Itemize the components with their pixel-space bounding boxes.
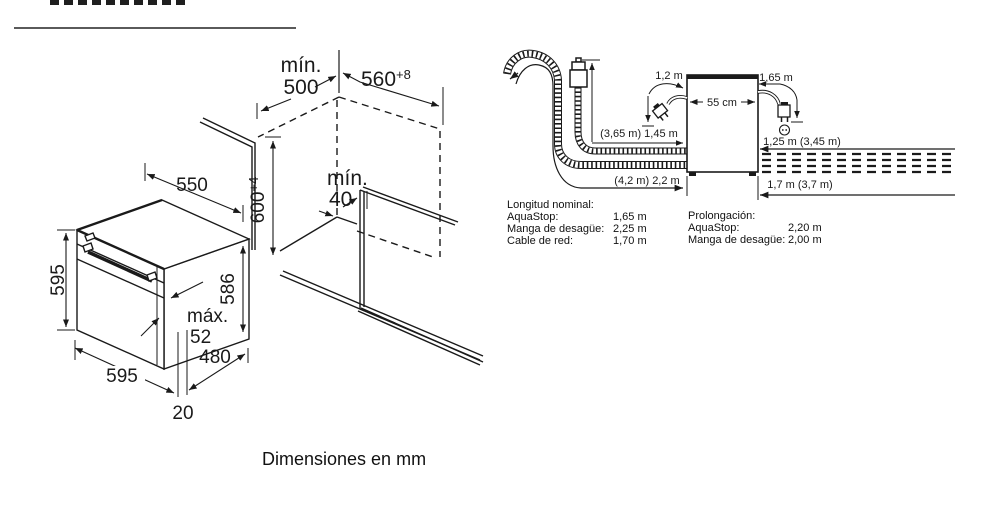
dim-label-560: 560 xyxy=(361,68,396,91)
note-value: 2,25 m xyxy=(613,223,647,236)
dim-niche-height: 600+4 xyxy=(246,136,281,255)
niche-floor-edge-right xyxy=(336,216,358,225)
right-plug-assembly: 1,65 m xyxy=(757,72,803,136)
dim-label-600: 600 xyxy=(248,192,269,224)
note-label: AquaStop: xyxy=(688,222,740,235)
svg-text:560+8: 560+8 xyxy=(361,67,411,91)
dishwasher-body xyxy=(686,74,759,200)
oven-handle-cap-right xyxy=(146,271,158,282)
note-label: Manga de desagüe: xyxy=(507,223,605,236)
dim-niche-width: 560+8 xyxy=(342,67,444,125)
dim-label-1-2m: 1,2 m xyxy=(655,70,683,82)
dim-label-595-left: 595 xyxy=(48,264,69,296)
note-value: 2,00 m xyxy=(788,234,822,247)
plug-right xyxy=(777,104,791,118)
dim-min-500: mín. 500 xyxy=(256,54,337,119)
dim-label-right-upper: 1,25 m (3,45 m) xyxy=(763,136,841,148)
note-value: 2,20 m xyxy=(788,222,822,235)
note-label: AquaStop: xyxy=(507,211,559,223)
dim-label-min: mín. xyxy=(281,54,322,77)
socket-icon xyxy=(778,124,791,136)
drain-extension-dashes xyxy=(762,152,955,174)
drain-hose-outlet-arrow xyxy=(509,71,519,80)
dim-label-20: 20 xyxy=(172,403,193,424)
dim-label-drain: (4,2 m) 2,2 m xyxy=(614,175,679,187)
dimensions-caption: Dimensiones en mm xyxy=(262,449,427,469)
dim-label-560-tolerance: +8 xyxy=(396,67,411,82)
machine-foot-right xyxy=(749,172,756,176)
oven-handle-cap-left xyxy=(82,242,94,253)
hose-connection-diagram: 55 cm 1,2 m xyxy=(497,48,955,200)
note-label: Manga de desagüe: xyxy=(688,234,786,247)
clipped-heading-fragment xyxy=(50,0,185,5)
machine-foot-left xyxy=(689,172,696,176)
dim-front-height: 595 xyxy=(48,229,75,331)
oven-door-line xyxy=(76,258,165,299)
oven-knob xyxy=(84,232,96,242)
dim-label-586: 586 xyxy=(218,273,239,305)
left-plug-assembly: 1,2 m xyxy=(642,70,688,127)
aquastop-height-line xyxy=(582,59,600,142)
dim-label-supply: (3,65 m) 1,45 m xyxy=(600,128,678,140)
dim-max-52: máx. 52 xyxy=(140,281,228,348)
dim-label-40: 40 xyxy=(329,188,352,211)
dim-label-550: 550 xyxy=(176,175,208,196)
note-row: Manga de desagüe: 2,00 m xyxy=(688,234,822,246)
dim-label-595-bottom: 595 xyxy=(106,366,138,387)
dim-min-40: mín. 40 xyxy=(318,167,368,217)
note-row: Manga de desagüe: 2,25 m xyxy=(507,223,647,235)
nominal-title: Longitud nominal: xyxy=(507,199,594,211)
dim-machine-width: 55 cm xyxy=(690,94,755,109)
note-row: AquaStop: 1,65 m xyxy=(507,211,647,223)
right-wall-panel xyxy=(359,186,459,324)
dim-label-max: máx. xyxy=(187,306,228,327)
dim-label-600-tolerance: +4 xyxy=(246,177,261,192)
aquastop-hose-corrugated xyxy=(578,87,687,151)
dim-right-upper: 1,25 m (3,45 m) xyxy=(760,136,955,153)
horizontal-rule xyxy=(14,27,296,29)
extension-title: Prolongación: xyxy=(688,210,756,222)
niche-floor-edge xyxy=(279,216,338,252)
nominal-lengths-column: Longitud nominal: AquaStop: 1,65 m Manga… xyxy=(507,199,647,248)
note-row: Cable de red: 1,70 m xyxy=(507,235,647,247)
note-label: Cable de red: xyxy=(507,235,574,248)
oven-installation-diagram: 595 550 586 máx. 52 xyxy=(48,50,484,424)
floor-lines xyxy=(279,270,484,366)
aquastop-valve xyxy=(569,57,588,88)
dim-right-lower: 1,7 m (3,7 m) xyxy=(760,179,955,199)
dim-label-min40-word: mín. xyxy=(327,167,368,190)
svg-text:600+4: 600+4 xyxy=(246,177,269,224)
dim-label-55cm: 55 cm xyxy=(707,97,737,109)
oven-handle xyxy=(87,250,153,283)
dim-label-1-65m: 1,65 m xyxy=(759,72,793,84)
dim-body-height: 586 xyxy=(218,246,247,332)
dim-supply-hose: (3,65 m) 1,45 m xyxy=(592,128,683,146)
left-wall-panel xyxy=(199,117,256,250)
dim-label-52: 52 xyxy=(190,327,211,348)
dim-label-500: 500 xyxy=(283,76,318,99)
note-row: AquaStop: 2,20 m xyxy=(688,222,822,234)
dim-front-width: 595 xyxy=(74,340,175,394)
dim-top-depth: 550 xyxy=(144,163,244,222)
note-value: 1,70 m xyxy=(613,235,647,248)
dim-gap-20: 20 xyxy=(172,330,194,424)
extension-lengths-column: Prolongación: AquaStop: 2,20 m Manga de … xyxy=(688,210,822,247)
note-value: 1,65 m xyxy=(613,211,647,223)
dim-body-depth: 480 xyxy=(188,347,249,391)
drain-length-line xyxy=(515,64,683,192)
dim-label-right-lower: 1,7 m (3,7 m) xyxy=(767,179,832,191)
dim-label-480: 480 xyxy=(199,347,231,368)
